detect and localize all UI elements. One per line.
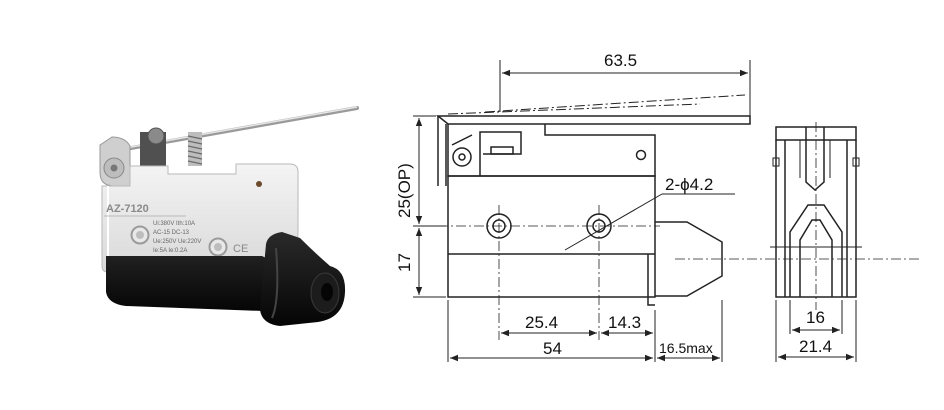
rating-line-1: Ui:380V Ith:10A bbox=[153, 221, 195, 227]
dim-body-length: 54 bbox=[543, 339, 562, 358]
dim-holes: 2-ϕ4.2 bbox=[665, 175, 713, 194]
model-label: AZ-7120 bbox=[106, 203, 149, 215]
dim-hole-pos-1: 25.4 bbox=[525, 313, 558, 332]
housing-black bbox=[106, 236, 290, 312]
product-photo: AZ-7120 Ui:380V Ith:10A AC-15 DC-13 Ue:2… bbox=[99, 106, 359, 326]
rating-line-2: AC-15 DC-13 bbox=[153, 230, 190, 236]
dimension-labels: 63.5 25(OP) 17 2-ϕ4.2 25.4 14.3 54 16.5m… bbox=[395, 51, 832, 358]
dim-end-outer: 21.4 bbox=[799, 337, 832, 356]
dim-body-height: 17 bbox=[395, 253, 414, 272]
end-view-drawing bbox=[770, 122, 862, 362]
dim-hole-pos-2: 14.3 bbox=[608, 313, 641, 332]
spring bbox=[188, 132, 202, 166]
dim-total-length: 63.5 bbox=[604, 51, 637, 70]
dim-end-inner: 16 bbox=[806, 308, 825, 327]
ratings-block: Ui:380V Ith:10A AC-15 DC-13 Ue:250V Ue:2… bbox=[153, 221, 201, 254]
ce-mark: CE bbox=[233, 243, 248, 255]
rating-line-4: Ie:5A Ie:0.2A bbox=[153, 248, 187, 254]
dim-op-height: 25(OP) bbox=[395, 163, 414, 218]
dim-plunger: 16.5max bbox=[659, 340, 713, 356]
rating-line-3: Ue:250V Ue:220V bbox=[153, 239, 201, 245]
side-view-drawing bbox=[413, 60, 920, 362]
